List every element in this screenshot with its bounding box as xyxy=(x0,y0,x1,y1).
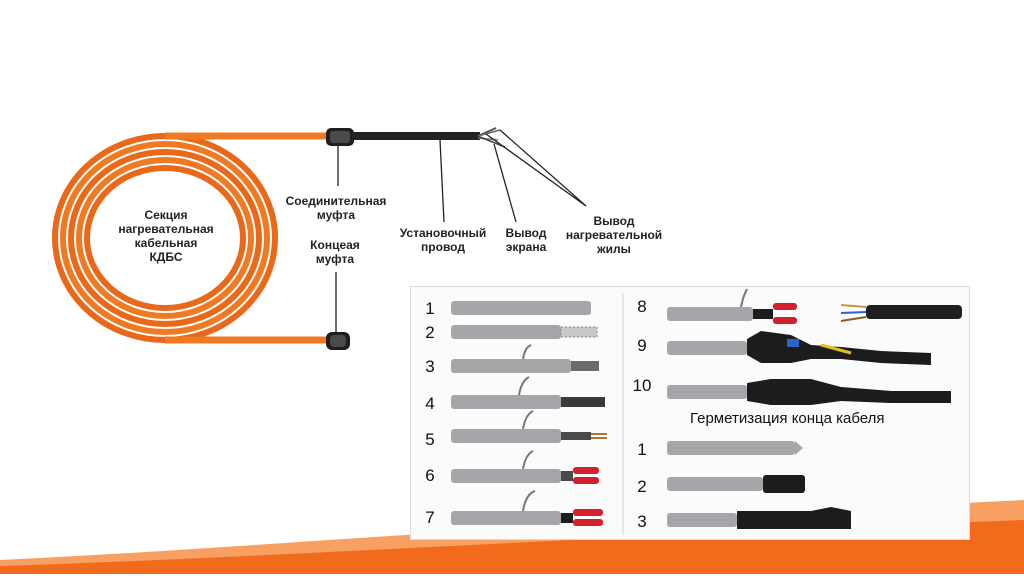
step-number: 2 xyxy=(632,477,652,497)
step-number: 10 xyxy=(632,376,652,396)
step-number: 6 xyxy=(420,466,440,486)
label-installation-wire: Установочный провод xyxy=(390,226,496,254)
label-screen-output: Вывод экрана xyxy=(496,226,556,254)
left-cable-samples xyxy=(451,301,607,526)
label-heating-core-output: Вывод нагревательной жилы xyxy=(556,214,672,256)
step-number: 2 xyxy=(420,323,440,343)
step-number: 9 xyxy=(632,336,652,356)
step-number: 3 xyxy=(420,357,440,377)
end-sleeve xyxy=(326,332,350,350)
right-cable-samples xyxy=(667,289,962,405)
step-number: 4 xyxy=(420,394,440,414)
installation-wire xyxy=(352,128,505,147)
label-end-sleeve: Концеая муфта xyxy=(290,238,380,266)
label-section: Секция нагревательная кабельная КДБС xyxy=(106,208,226,264)
step-number: 8 xyxy=(632,297,652,317)
step-number: 1 xyxy=(632,440,652,460)
step-number: 1 xyxy=(420,299,440,319)
sealing-caption: Герметизация конца кабеля xyxy=(690,410,885,427)
step-number: 3 xyxy=(632,512,652,532)
joint-sleeve xyxy=(326,128,354,146)
label-joint-sleeve: Соединительная муфта xyxy=(276,194,396,222)
step-number: 7 xyxy=(420,508,440,528)
step-number: 5 xyxy=(420,430,440,450)
sealing-samples xyxy=(667,441,851,529)
